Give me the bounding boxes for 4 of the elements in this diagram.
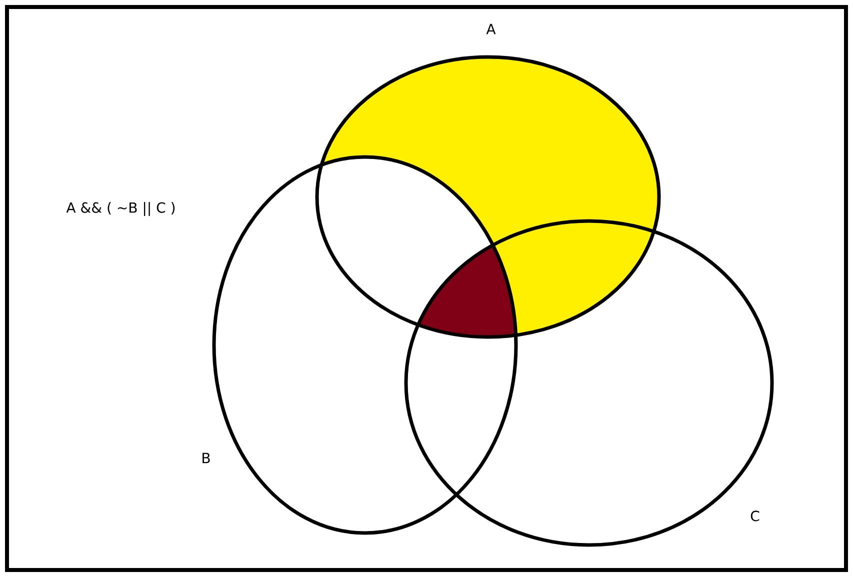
set-label: A [486, 24, 496, 34]
expression-label: A && ( ~B || C ) [66, 202, 175, 216]
set-label: B [202, 452, 210, 464]
set-label: C [750, 510, 760, 522]
